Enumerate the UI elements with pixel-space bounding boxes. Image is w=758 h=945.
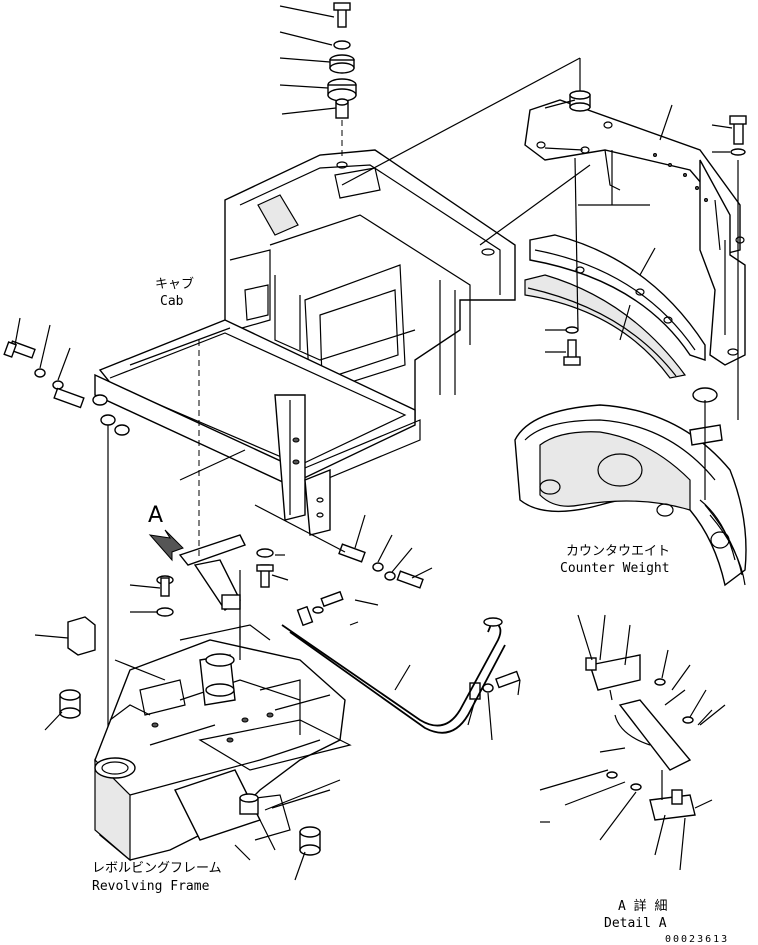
hinge-bolt-parts	[254, 504, 433, 589]
counterweight-bracket	[524, 90, 747, 420]
detail-label-en: Detail A	[604, 916, 667, 931]
counterweight-label-en: Counter Weight	[560, 561, 670, 576]
frame-label-jp: レボルビングフレーム	[92, 861, 222, 876]
cab-mount-stack	[327, 2, 357, 160]
view-marker-letter: A	[148, 503, 163, 528]
cab-floor	[94, 319, 421, 536]
counterweight-plates	[524, 99, 733, 379]
drawing-number: 00023613	[665, 934, 729, 945]
hinge-pin-parts	[3, 317, 130, 780]
frame-label-en: Revolving Frame	[92, 879, 210, 894]
latch-assembly	[129, 340, 289, 640]
revolving-frame	[44, 624, 352, 881]
cab-label-jp: キャブ	[155, 276, 194, 292]
leader-lines-top	[279, 5, 591, 246]
detail-label-jp: A 詳 細	[618, 898, 667, 914]
frame-bolts	[296, 590, 521, 741]
grab-rail	[281, 617, 506, 734]
counterweight-label-jp: カウンタウエイト	[566, 544, 670, 559]
counterweight-body	[514, 387, 747, 587]
cover-block	[34, 616, 96, 656]
view-arrow-icon	[148, 529, 184, 562]
cab-label-en: Cab	[160, 294, 184, 309]
detail-a-view	[539, 614, 726, 871]
